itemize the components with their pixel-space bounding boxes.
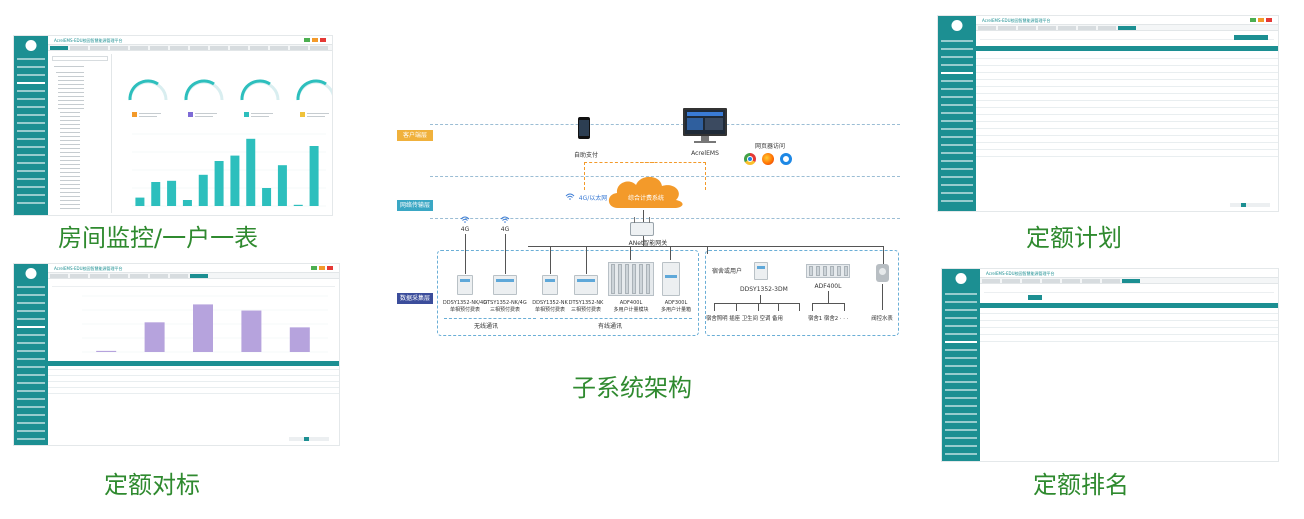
dev3-model: DDSY1352-NK: [532, 300, 568, 306]
dorm-items-label: 宿舍照明 插座 卫生间 空调 备用: [706, 316, 783, 322]
meter-icon: [457, 275, 473, 295]
dev4-desc: 三相预付费表: [570, 307, 601, 313]
dev2-desc: 三相预付费表: [489, 307, 520, 313]
quota-benchmark-screenshot: AcrelEMS-EDU校园智慧能源管理平台: [13, 263, 340, 446]
caption-quota-benchmark: 定额对标: [104, 471, 200, 499]
bar: [96, 350, 117, 352]
bar: [246, 138, 256, 206]
bar: [167, 180, 177, 206]
meter-icon: [493, 275, 517, 295]
device-group-box: [437, 250, 699, 336]
sidebar: [938, 16, 976, 211]
bar: [277, 165, 287, 206]
caption-quota-plan: 定额计划: [1026, 224, 1122, 252]
cloud-icon: [608, 176, 683, 208]
valve-label: 阀控水表: [871, 316, 893, 322]
layer-network: 网络传输层: [397, 200, 433, 211]
browser-label: 网页器访问: [754, 143, 785, 150]
bar: [182, 200, 192, 206]
dorm-units-label: 宿舍1 宿舍2 · · ·: [808, 316, 849, 322]
bar: [135, 197, 145, 206]
app-title: AcrelEMS-EDU校园智慧能源管理平台: [982, 18, 1051, 23]
network-label: 4G/以太网: [578, 195, 608, 202]
sidebar: [942, 269, 980, 461]
dorm-module-label: ADF400L: [814, 283, 842, 290]
chrome-icon: [744, 153, 756, 165]
dorm-meter-label: DDSY1352-3DM: [740, 286, 788, 293]
wifi-icon: [460, 216, 470, 223]
dev5-model: ADF400L: [619, 300, 643, 306]
wireless-label: 无线通讯: [473, 323, 498, 330]
firefox-icon: [762, 153, 774, 165]
4g-label-left: 4G: [460, 226, 470, 233]
app-title: AcrelEMS-EDU校园智慧能源管理平台: [54, 266, 123, 271]
cloud-label: 综合计费系统: [627, 195, 664, 202]
wired-label: 有线通讯: [597, 323, 622, 330]
bar: [241, 310, 262, 352]
bar: [151, 182, 161, 206]
layer-user: 客户端层: [397, 130, 433, 141]
dev1-desc: 单相预付费表: [449, 307, 480, 313]
quota-ranking-screenshot: AcrelEMS-EDU校园智慧能源管理平台: [941, 268, 1279, 462]
bar: [214, 161, 224, 206]
bar: [198, 174, 208, 206]
bar: [289, 327, 310, 352]
dev2-model: DTSY1352-NK/4G: [483, 300, 527, 306]
dev6-model: ADF300L: [664, 300, 688, 306]
sidebar: [14, 36, 48, 215]
wifi-icon: [565, 193, 575, 200]
dev4-model: DTSY1352-NK: [568, 300, 604, 306]
logo: [955, 273, 967, 284]
bar: [293, 204, 303, 206]
meter-icon: [574, 275, 598, 295]
dev3-desc: 单相预付费表: [534, 307, 565, 313]
meter-box-icon: [662, 262, 680, 296]
module-rail-icon: [608, 262, 654, 296]
self-pay-label: 自助支付: [573, 152, 598, 159]
bar: [193, 304, 213, 352]
dev6-desc: 多用户计量箱: [660, 307, 691, 313]
monitor-icon: [683, 108, 727, 136]
gateway-icon: [630, 217, 654, 236]
bar: [144, 322, 165, 352]
quota-plan-screenshot: AcrelEMS-EDU校园智慧能源管理平台: [937, 15, 1279, 212]
bar: [309, 146, 319, 206]
layer-data: 数据采集层: [397, 293, 433, 304]
caption-subsystem: 子系统架构: [572, 374, 692, 402]
4g-label-right: 4G: [500, 226, 510, 233]
logo: [25, 40, 37, 51]
room-bar-chart: [132, 133, 326, 207]
dev1-model: DDSY1352-NK/4G: [442, 300, 488, 306]
benchmark-bar-chart: [82, 295, 328, 353]
dorm-group-box: [705, 250, 899, 336]
sidebar: [14, 264, 48, 445]
logo: [951, 20, 963, 31]
app-title: AcrelEMS-EDU校园智慧能源管理平台: [54, 38, 123, 43]
app-title: AcrelEMS-EDU校园智慧能源管理平台: [986, 271, 1055, 276]
gauges: [128, 79, 332, 117]
phone-icon: [578, 117, 590, 139]
logo: [25, 268, 37, 279]
caption-room-monitor: 房间监控/一户一表: [58, 224, 259, 252]
room-monitor-screenshot: AcrelEMS-EDU校园智慧能源管理平台: [13, 35, 333, 216]
caption-quota-ranking: 定额排名: [1033, 471, 1129, 499]
dorm-title: 宿舍或用户: [712, 268, 743, 275]
bar: [230, 155, 240, 206]
bar: [262, 188, 272, 206]
ems-label: AcrelEMS: [691, 150, 719, 157]
dev5-desc: 多用户计量模块: [613, 307, 649, 313]
meter-icon: [542, 275, 558, 295]
water-meter-icon: [876, 264, 889, 282]
ie-icon: [780, 153, 792, 165]
module-rail-icon: [806, 264, 850, 278]
gateway-label: ANet智能网关: [628, 240, 668, 247]
wifi-icon: [500, 216, 510, 223]
meter-icon: [754, 262, 768, 280]
